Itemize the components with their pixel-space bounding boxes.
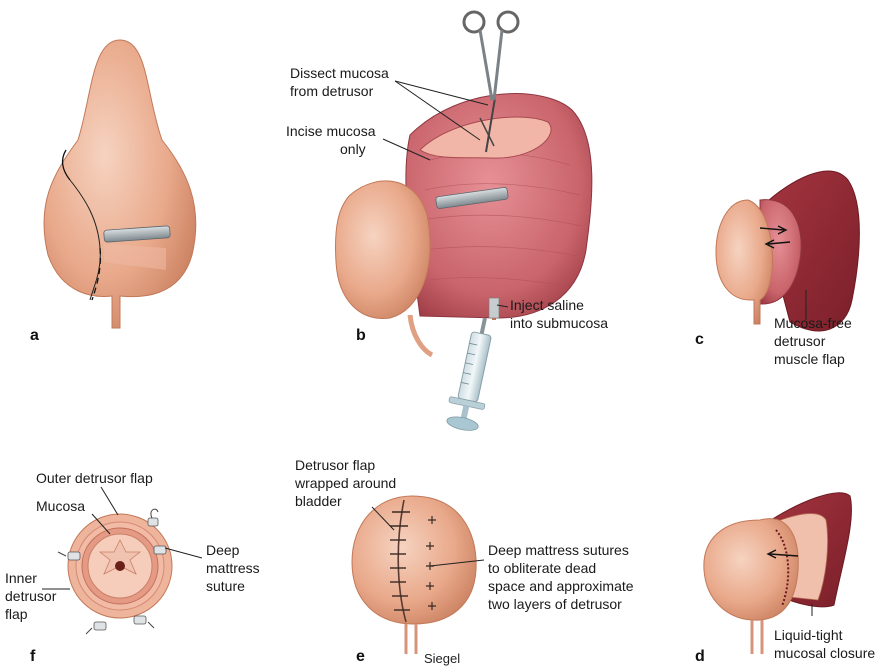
- panel-a-bladder: [44, 40, 196, 328]
- panel-label-e: e: [356, 648, 365, 665]
- inner-flap-line3: flap: [5, 606, 28, 622]
- deep-sutures-line2: to obliterate dead: [488, 560, 596, 576]
- flap-label-line3: muscle flap: [774, 351, 845, 367]
- panel-e-bladder: [352, 496, 476, 654]
- wrap-label-line3: bladder: [295, 493, 342, 509]
- inner-flap-line1: Inner: [5, 570, 37, 586]
- incise-label-line2: only: [340, 141, 366, 157]
- flap-label-line1: Mucosa-free: [774, 315, 852, 331]
- deep-sutures-line4: two layers of detrusor: [488, 596, 622, 612]
- deep-suture-line2: mattress: [206, 560, 260, 576]
- deep-suture-line1: Deep: [206, 542, 240, 558]
- inject-label-line1: Inject saline: [510, 297, 584, 313]
- closure-label-line2: mucosal closure: [774, 645, 875, 661]
- panel-c-bladder: [716, 171, 859, 331]
- panel-label-b: b: [356, 327, 366, 344]
- panel-label-f: f: [30, 648, 36, 665]
- panel-label-c: c: [695, 331, 704, 348]
- artist-signature: Siegel: [424, 651, 460, 666]
- dissect-label-line2: from detrusor: [290, 83, 374, 99]
- dissect-label-line1: Dissect mucosa: [290, 65, 389, 81]
- panel-label-a: a: [30, 327, 39, 344]
- panel-f-cross-section: [58, 509, 172, 634]
- closure-label-line1: Liquid-tight: [774, 627, 843, 643]
- wrap-label-line1: Detrusor flap: [295, 457, 375, 473]
- mucosa-label: Mucosa: [36, 498, 85, 514]
- panel-label-d: d: [695, 648, 705, 665]
- deep-sutures-line3: space and approximate: [488, 578, 634, 594]
- wrap-label-line2: wrapped around: [294, 475, 396, 491]
- incise-label-line1: Incise mucosa: [286, 123, 376, 139]
- inject-label-line2: into submucosa: [510, 315, 608, 331]
- outer-flap-label: Outer detrusor flap: [36, 470, 153, 486]
- deep-suture-line3: suture: [206, 578, 245, 594]
- inner-flap-line2: detrusor: [5, 588, 57, 604]
- flap-label-line2: detrusor: [774, 333, 826, 349]
- deep-sutures-line1: Deep mattress sutures: [488, 542, 629, 558]
